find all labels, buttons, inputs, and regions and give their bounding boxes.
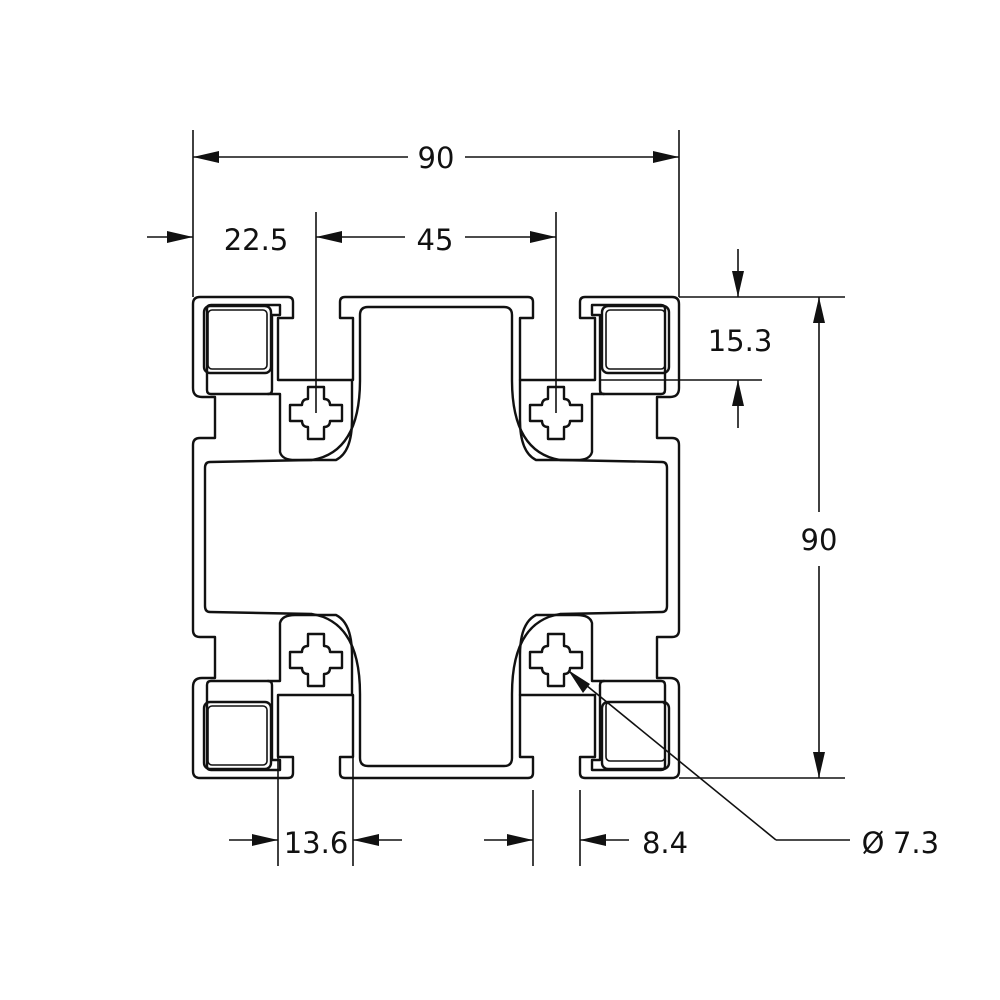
corner-cavity-top-left — [202, 304, 273, 375]
core-channel-top-left — [266, 378, 354, 462]
dim-label-overall-width: 90 — [418, 141, 455, 175]
corner-cavity-bottom-left-inner — [207, 705, 268, 766]
bore-bottom-right — [528, 632, 584, 688]
core-channel-bottom-left — [266, 613, 354, 697]
corner-cavity-top-right-inner — [605, 309, 666, 370]
dim-label-overall-height: 90 — [801, 523, 838, 557]
dimension-slot-depth: 15.3 — [600, 249, 845, 428]
bore-top-right — [528, 385, 584, 441]
extrusion-profile — [191, 295, 681, 780]
dim-label-slot-width: 8.4 — [642, 826, 688, 860]
dim-label-bore-diameter-symbol: Ø — [862, 826, 885, 860]
core-channel-top-right — [518, 378, 606, 462]
bore-bottom-left — [288, 632, 344, 688]
dim-label-offset: 22.5 — [224, 223, 289, 257]
central-cavity — [203, 305, 669, 768]
corner-cavity-bottom-right-inner — [605, 701, 666, 762]
dim-label-bore-diameter: 7.3 — [893, 826, 939, 860]
dim-label-slot-depth: 15.3 — [708, 324, 773, 358]
dimension-slot-width: 8.4 — [484, 790, 688, 866]
dim-label-slot-pitch: 45 — [417, 223, 454, 257]
corner-cavity-top-left-inner — [207, 309, 268, 370]
corner-wall-bottom-left — [205, 679, 282, 772]
dimension-offset: 22.5 — [147, 223, 288, 257]
bores — [288, 385, 584, 688]
corner-cavity-top-right — [600, 304, 671, 375]
corner-wall-top-left — [205, 303, 282, 396]
dimension-overall-width: 90 — [192, 130, 680, 297]
core-channel-bottom-right — [518, 613, 606, 697]
bore-top-left — [288, 385, 344, 441]
dimension-slot-pitch: 45 — [315, 212, 557, 413]
corner-cavity-bottom-right — [600, 700, 671, 771]
dim-label-opening-width: 13.6 — [284, 826, 349, 860]
corner-cavity-bottom-left — [202, 700, 273, 771]
dimension-overall-height: 90 — [679, 297, 845, 779]
dimension-opening-width: 13.6 — [229, 695, 402, 866]
dimension-bore-diameter: Ø 7.3 — [568, 670, 939, 860]
